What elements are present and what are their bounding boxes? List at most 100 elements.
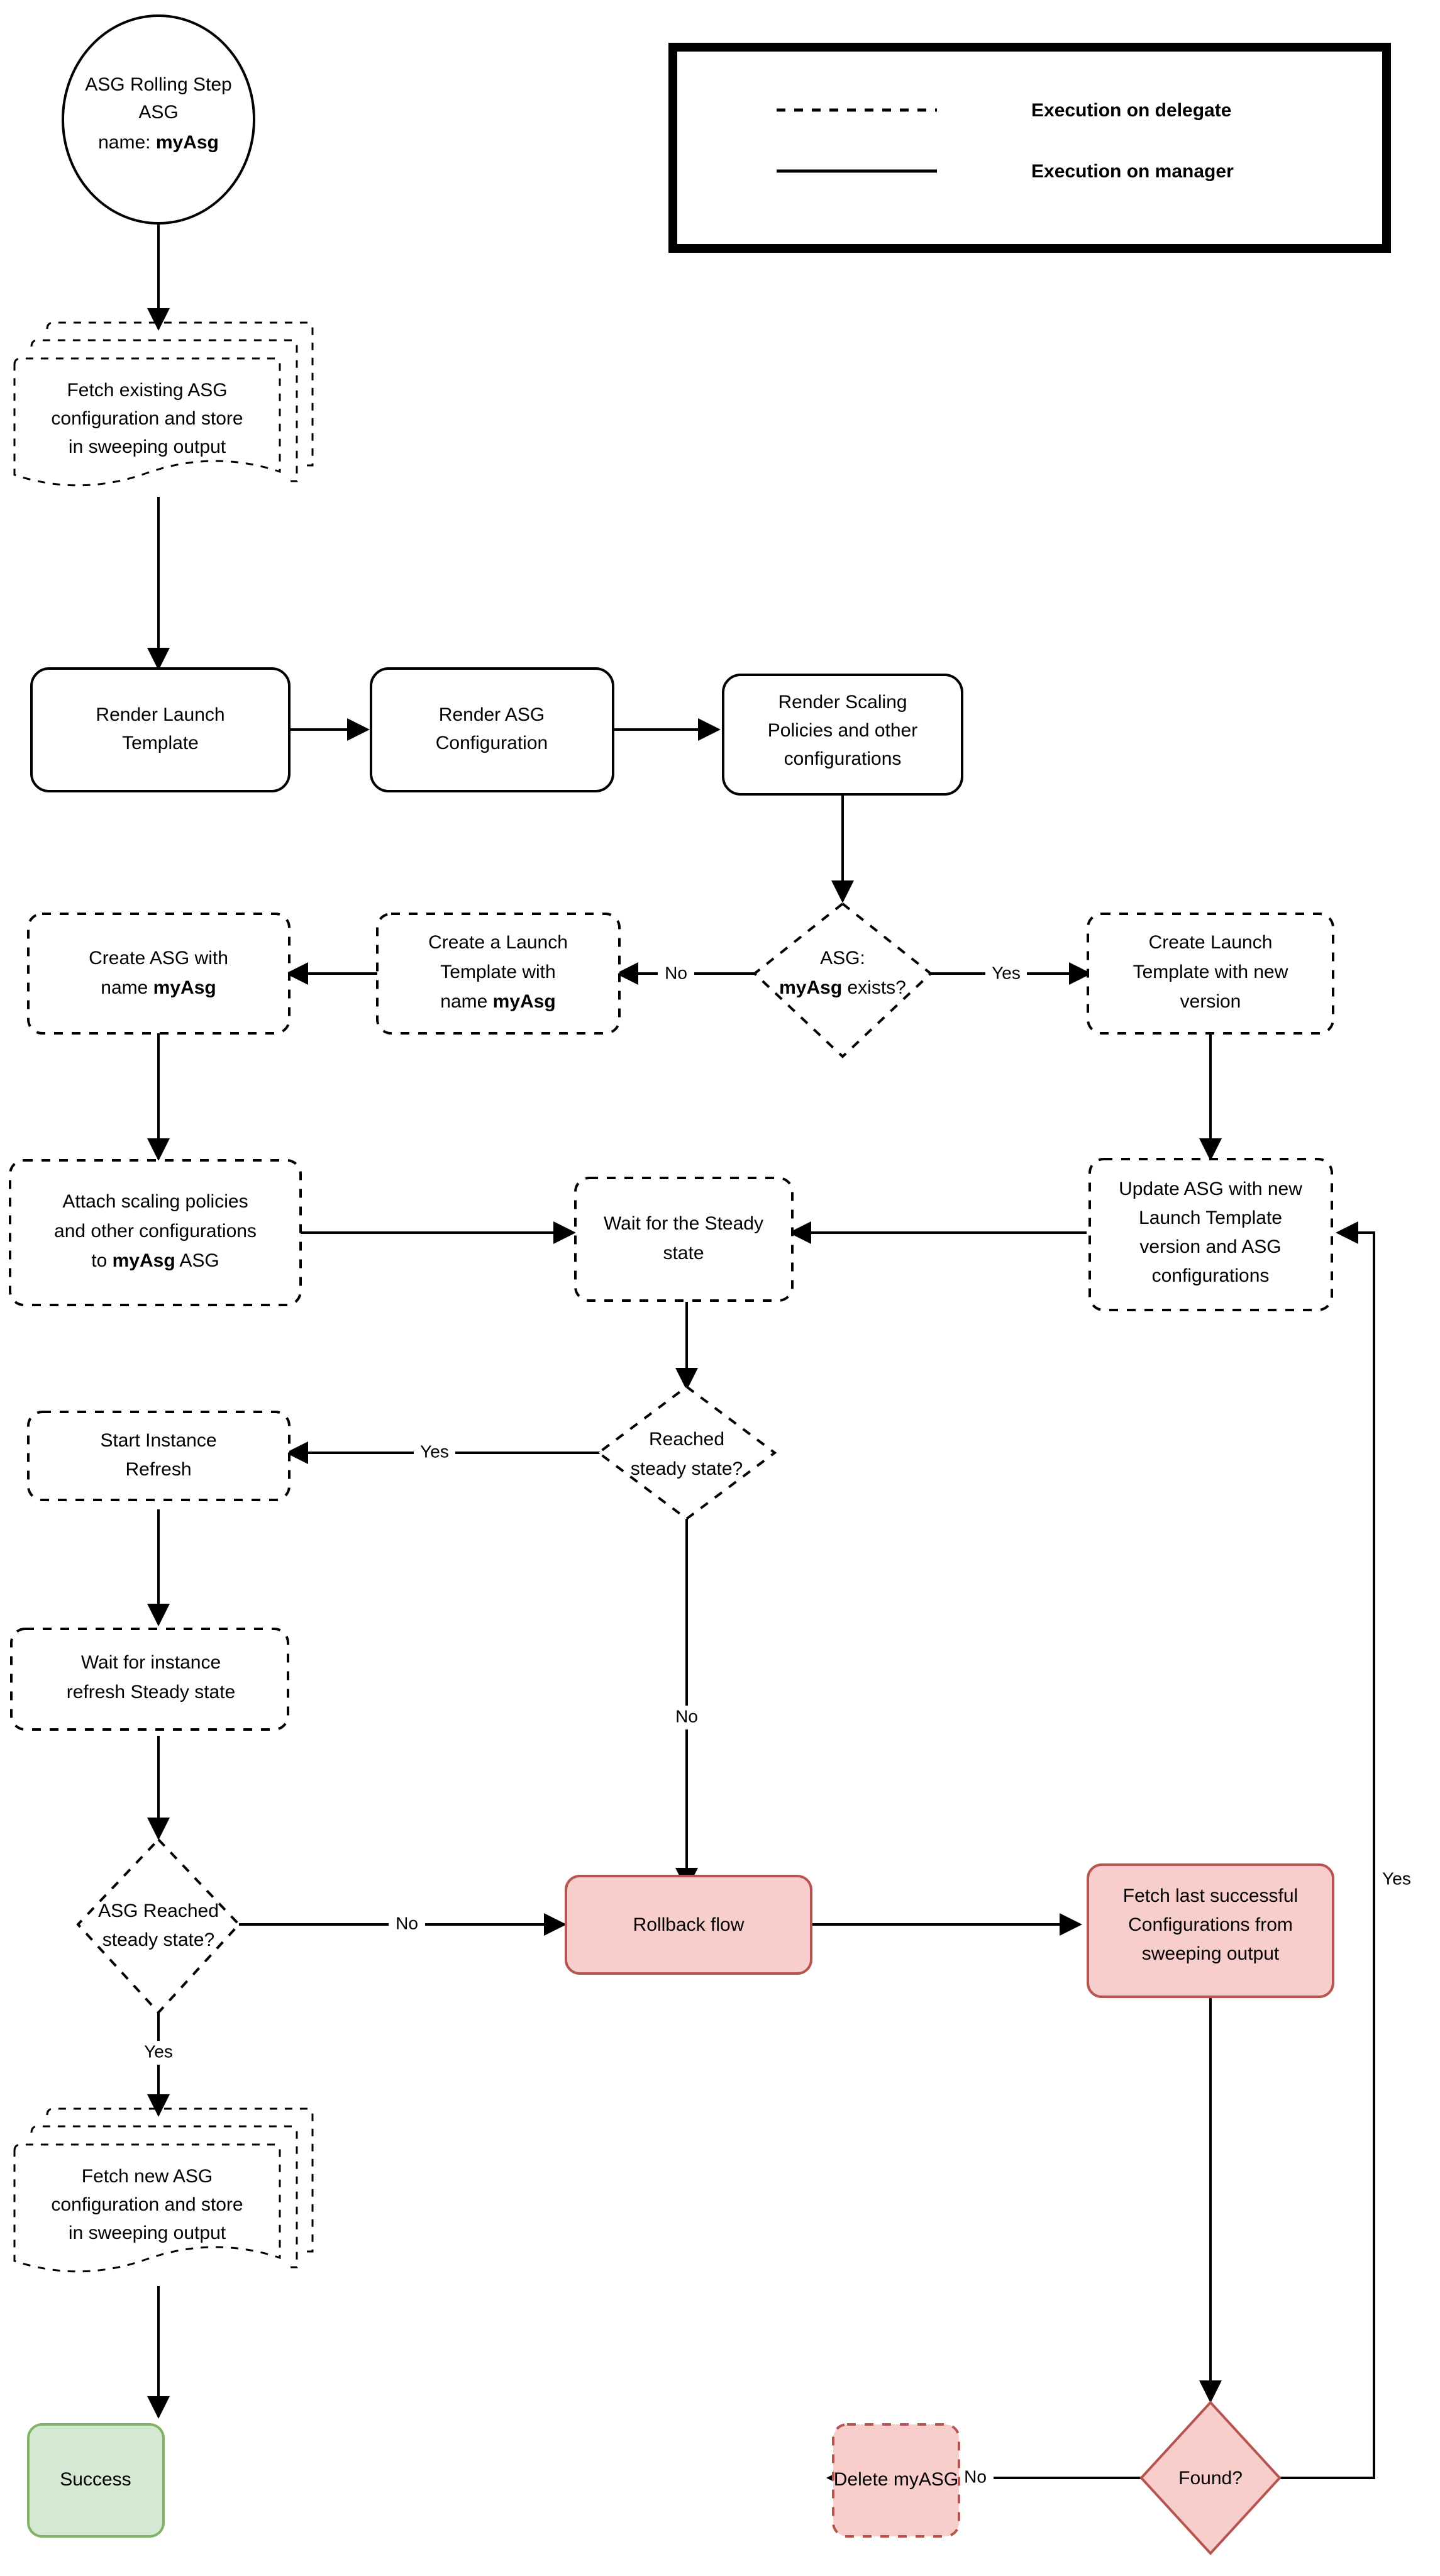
- render-scaling-policies-line-1: Render Scaling: [778, 692, 907, 713]
- edge-label-asg-reached-no: No: [389, 1913, 425, 1936]
- fetch-last-successful-shape[interactable]: [1087, 1863, 1334, 1998]
- fetch-new-line-3: in sweeping output: [69, 2223, 226, 2243]
- create-lt-name-line-3-bold: myAsg: [493, 991, 556, 1012]
- wait-instance-refresh-shape[interactable]: [10, 1628, 289, 1731]
- node-reached-steady-state-decision[interactable]: Reached steady state?: [596, 1385, 777, 1521]
- fetch-new-doc-back-2: [46, 2107, 314, 2253]
- rollback-flow-label: Rollback flow: [633, 1914, 745, 1935]
- node-delete-myasg[interactable]: Delete myASG: [832, 2423, 960, 2538]
- fetch-new-doc-front[interactable]: [13, 2143, 281, 2273]
- asg-exists-line-2: myAsg exists?: [779, 977, 906, 998]
- legend-item-1-label: Execution on manager: [1031, 161, 1234, 182]
- attach-line-3-bold: myAsg: [113, 1250, 175, 1271]
- update-asg-line-3: version and ASG: [1139, 1236, 1281, 1257]
- attach-line-2: and other configurations: [54, 1221, 257, 1241]
- node-create-asg-with-name[interactable]: Create ASG with name myAsg: [27, 913, 291, 1035]
- render-scaling-policies-line-2: Policies and other: [768, 720, 917, 741]
- fetch-new-line-2: configuration and store: [51, 2194, 243, 2215]
- edge-label-reached-no-text: No: [675, 1706, 698, 1726]
- fetch-existing-line-2: configuration and store: [51, 408, 243, 429]
- rollback-flow-shape[interactable]: [565, 1875, 812, 1975]
- node-asg-reached-steady-decision[interactable]: ASG Reached steady state?: [76, 1838, 241, 2014]
- fetch-last-line-3: sweeping output: [1142, 1943, 1280, 1964]
- wait-refresh-line-1: Wait for instance: [81, 1652, 221, 1673]
- found-decision-label: Found?: [1178, 2468, 1243, 2489]
- node-create-launch-template-new-version[interactable]: Create Launch Template with new version: [1087, 913, 1334, 1035]
- create-asg-with-name-shape[interactable]: [27, 913, 291, 1035]
- wait-steady-state-shape[interactable]: [574, 1177, 794, 1302]
- render-asg-configuration-line-2: Configuration: [436, 733, 548, 753]
- delete-myasg-shape[interactable]: [832, 2423, 960, 2538]
- node-found-decision[interactable]: Found?: [1139, 2401, 1282, 2555]
- start-line-2: ASG: [138, 102, 178, 123]
- found-decision-shape[interactable]: [1139, 2401, 1282, 2555]
- create-launch-template-name-shape[interactable]: [376, 913, 621, 1035]
- edge-label-found-yes-text: Yes: [1382, 1868, 1411, 1888]
- create-lt-name-line-3-prefix: name: [440, 991, 492, 1012]
- asg-exists-decision-shape[interactable]: [752, 902, 933, 1058]
- create-lt-name-line-3: name myAsg: [440, 991, 555, 1012]
- node-start-instance-refresh[interactable]: Start Instance Refresh: [27, 1411, 291, 1501]
- node-create-launch-template-name[interactable]: Create a Launch Template with name myAsg: [376, 913, 621, 1035]
- render-asg-configuration-shape[interactable]: [370, 667, 614, 792]
- reached-steady-state-decision-shape[interactable]: [596, 1385, 777, 1521]
- wait-refresh-line-2: refresh Steady state: [67, 1682, 235, 1702]
- edge-found-yes-to-update: [1280, 1221, 1375, 2479]
- fetch-new-line-1: Fetch new ASG: [82, 2166, 213, 2187]
- node-start[interactable]: ASG Rolling Step ASG name: myAsg: [62, 14, 255, 225]
- legend-item-0-label: Execution on delegate: [1031, 100, 1231, 121]
- legend: Execution on delegate Execution on manag…: [668, 43, 1391, 253]
- delete-myasg-label: Delete myASG: [834, 2469, 958, 2490]
- asg-exists-line-2-rest: exists?: [842, 977, 906, 998]
- update-asg-shape[interactable]: [1088, 1158, 1333, 1311]
- create-lt-new-line-3: version: [1180, 991, 1241, 1012]
- wait-steady-line-2: state: [663, 1243, 704, 1263]
- start-line-3-prefix: name:: [98, 132, 156, 153]
- fetch-existing-doc-back-2: [46, 321, 314, 467]
- node-fetch-new-asg[interactable]: Fetch new ASG configuration and store in…: [13, 2107, 314, 2273]
- edge-label-reached-steady-no: No: [668, 1706, 705, 1729]
- fetch-last-line-2: Configurations from: [1128, 1914, 1293, 1935]
- node-wait-steady-state[interactable]: Wait for the Steady state: [574, 1177, 794, 1302]
- node-success[interactable]: Success: [27, 2423, 165, 2538]
- create-lt-new-line-1: Create Launch: [1149, 932, 1273, 953]
- edge-label-found-no-text: No: [964, 2467, 987, 2486]
- node-asg-exists-decision[interactable]: ASG: myAsg exists?: [752, 902, 933, 1058]
- attach-line-3-suffix: ASG: [175, 1250, 219, 1271]
- attach-line-1: Attach scaling policies: [62, 1191, 248, 1212]
- node-render-asg-configuration[interactable]: Render ASG Configuration: [370, 667, 614, 792]
- edges-layer: [147, 223, 1375, 2489]
- success-shape[interactable]: [27, 2423, 165, 2538]
- node-wait-instance-refresh[interactable]: Wait for instance refresh Steady state: [10, 1628, 289, 1731]
- create-asg-line-2-prefix: name: [101, 977, 153, 998]
- render-scaling-policies-shape[interactable]: [722, 674, 963, 796]
- node-rollback-flow[interactable]: Rollback flow: [565, 1875, 812, 1975]
- node-attach-scaling-policies[interactable]: Attach scaling policies and other config…: [9, 1159, 302, 1306]
- node-render-launch-template[interactable]: Render Launch Template: [30, 667, 291, 792]
- fetch-last-line-1: Fetch last successful: [1123, 1885, 1298, 1906]
- start-instance-refresh-shape[interactable]: [27, 1411, 291, 1501]
- fetch-existing-doc-front[interactable]: [13, 357, 281, 487]
- node-fetch-existing-asg[interactable]: Fetch existing ASG configuration and sto…: [13, 321, 314, 487]
- create-launch-template-new-version-shape[interactable]: [1087, 913, 1334, 1035]
- node-update-asg[interactable]: Update ASG with new Launch Template vers…: [1088, 1158, 1333, 1311]
- render-launch-template-line-1: Render Launch: [96, 704, 224, 725]
- success-label: Success: [60, 2469, 131, 2490]
- asg-reached-steady-decision-shape[interactable]: [76, 1838, 241, 2014]
- node-render-scaling-policies[interactable]: Render Scaling Policies and other config…: [722, 674, 963, 796]
- node-fetch-last-successful[interactable]: Fetch last successful Configurations fro…: [1087, 1863, 1334, 1998]
- render-launch-template-line-2: Template: [122, 733, 199, 753]
- legend-box: [668, 43, 1391, 253]
- fetch-existing-doc-back-1: [30, 339, 298, 482]
- edge-label-found-yes: Yes: [1376, 1868, 1417, 1892]
- start-ellipse-shape[interactable]: [62, 14, 255, 225]
- asg-reached-line-2: steady state?: [102, 1929, 214, 1950]
- update-asg-line-1: Update ASG with new: [1119, 1179, 1302, 1199]
- render-launch-template-shape[interactable]: [30, 667, 291, 792]
- attach-scaling-policies-shape[interactable]: [9, 1159, 302, 1306]
- edge-label-asg-reached-yes: Yes: [138, 2041, 179, 2065]
- start-refresh-line-1: Start Instance: [100, 1430, 216, 1451]
- fetch-existing-line-1: Fetch existing ASG: [67, 380, 227, 401]
